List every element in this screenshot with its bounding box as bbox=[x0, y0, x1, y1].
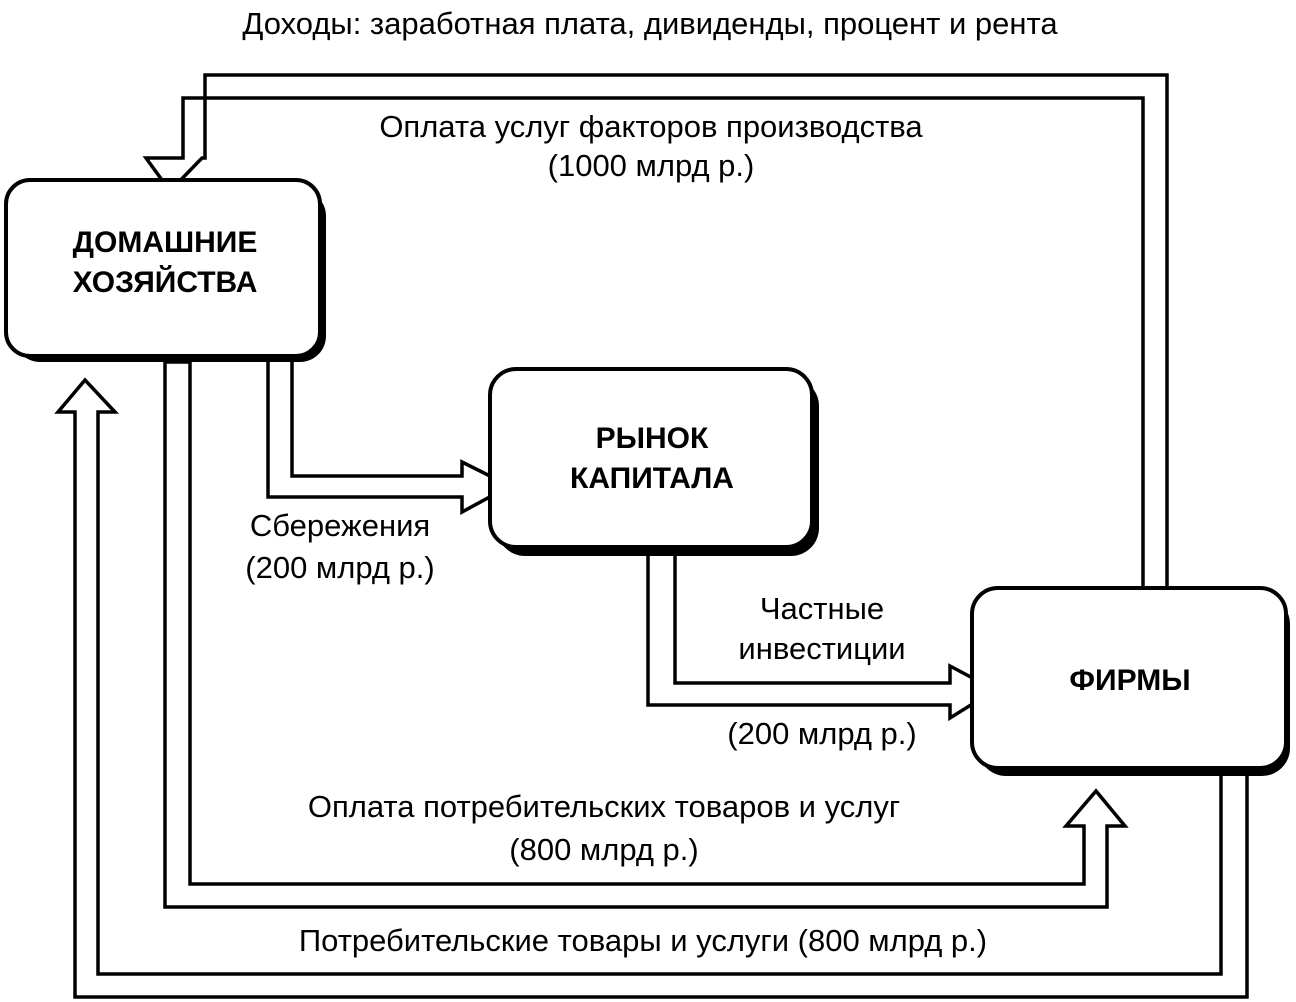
incomes-label: Доходы: заработная плата, дивиденды, про… bbox=[242, 6, 1058, 41]
capital-market-box: РЫНОК КАПИТАЛА bbox=[488, 367, 819, 556]
consumer-payment-amount: (800 млрд р.) bbox=[509, 832, 698, 867]
investment-label-line2: инвестиции bbox=[738, 631, 905, 666]
households-box: ДОМАШНИЕ ХОЗЯЙСТВА bbox=[4, 178, 326, 362]
investment-label-line1: Частные bbox=[760, 591, 884, 626]
factor-payment-label: Оплата услуг факторов производства bbox=[379, 109, 923, 144]
consumer-goods-arrow bbox=[54, 377, 1249, 999]
factor-payment-amount: (1000 млрд р.) bbox=[548, 148, 755, 183]
savings-label: Сбережения bbox=[250, 508, 430, 543]
investment-amount: (200 млрд р.) bbox=[727, 716, 916, 751]
factor-payment-arrow bbox=[142, 73, 1169, 622]
firms-title: ФИРМЫ bbox=[1069, 664, 1190, 697]
savings-amount: (200 млрд р.) bbox=[245, 550, 434, 585]
consumer-payment-arrow bbox=[163, 360, 1129, 909]
households-title-line2: ХОЗЯЙСТВА bbox=[73, 265, 258, 299]
firms-box: ФИРМЫ bbox=[970, 586, 1290, 776]
consumer-payment-label: Оплата потребительских товаров и услуг bbox=[308, 789, 900, 824]
consumer-goods-label: Потребительские товары и услуги (800 млр… bbox=[299, 923, 987, 958]
capital-market-title-line1: РЫНОК bbox=[596, 422, 709, 455]
savings-arrow bbox=[266, 348, 514, 515]
capital-market-title-line2: КАПИТАЛА bbox=[570, 462, 734, 495]
households-title-line1: ДОМАШНИЕ bbox=[73, 226, 258, 259]
